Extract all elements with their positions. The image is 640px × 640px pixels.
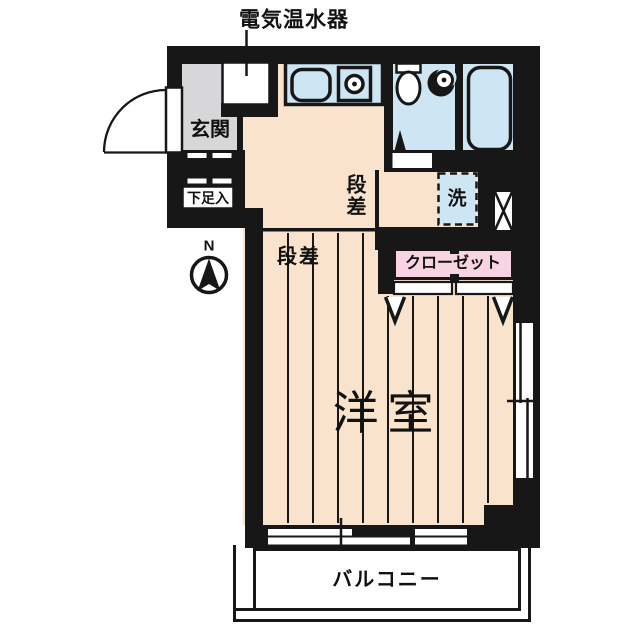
entrance-door-leaf bbox=[164, 86, 184, 154]
shoe-door-top-left bbox=[185, 151, 209, 160]
washer-box bbox=[437, 172, 478, 226]
bath-room-floor bbox=[463, 64, 513, 152]
shoe-cabinet-label: 下足入 bbox=[187, 189, 229, 206]
wall-entrance-bottom bbox=[167, 208, 263, 228]
closet bbox=[383, 245, 515, 327]
stove-icon bbox=[336, 65, 373, 103]
balcony bbox=[233, 543, 531, 622]
wall-bottom-right-block bbox=[484, 505, 540, 548]
windows bbox=[268, 323, 540, 556]
wall-heater-right bbox=[270, 46, 278, 117]
floor-lines-right bbox=[387, 296, 489, 523]
toilet-bowl-icon bbox=[395, 70, 422, 106]
toilet-door-swing bbox=[394, 130, 407, 153]
floor-lines-left bbox=[287, 233, 364, 523]
wall-top bbox=[167, 46, 540, 64]
step-line bbox=[263, 228, 375, 232]
entrance bbox=[102, 30, 271, 210]
entrance-label: 玄関 bbox=[190, 119, 230, 141]
main-room-label: 洋室 bbox=[332, 387, 443, 439]
bathtub-icon bbox=[466, 65, 513, 152]
kitchen bbox=[283, 60, 385, 107]
shoe-door-bottom-right bbox=[210, 176, 234, 186]
balcony-label: バルコニー bbox=[332, 569, 442, 591]
bathroom bbox=[392, 62, 513, 168]
kitchen-sink bbox=[290, 67, 332, 103]
closet-door-swing-right bbox=[491, 296, 515, 327]
floor-board-lines bbox=[287, 233, 489, 523]
balcony-window-pane-1 bbox=[268, 529, 352, 536]
water-heater-label: 電気温水器 bbox=[239, 8, 349, 32]
step-label-hall: 段差 bbox=[343, 174, 365, 218]
balcony-window-pane-2 bbox=[415, 529, 467, 536]
wall-kitchen-bath bbox=[384, 46, 393, 172]
right-window-sashes bbox=[519, 323, 529, 478]
wall-heater-bottom bbox=[221, 103, 278, 117]
burner-center-dot bbox=[352, 81, 357, 87]
closet-label: クローゼット bbox=[404, 255, 502, 272]
wall-washer-left bbox=[375, 170, 379, 230]
compass-north-label: N bbox=[203, 237, 215, 255]
washbasin-dot bbox=[441, 77, 447, 83]
closet-notch-top bbox=[450, 245, 459, 254]
step-label-room: 段差 bbox=[277, 246, 321, 268]
north-arrow-icon bbox=[197, 258, 221, 291]
shoe-cabinet-label-box bbox=[181, 185, 235, 210]
closet-box bbox=[393, 248, 514, 280]
kitchen-counter bbox=[283, 60, 385, 107]
balcony-window-pane-4 bbox=[415, 537, 467, 545]
wall-entrance-divider bbox=[237, 103, 243, 153]
wall-closet-top bbox=[375, 227, 521, 250]
shoe-door-top-right bbox=[210, 151, 234, 160]
closet-door-left bbox=[392, 280, 454, 296]
shoe-door-bottom-left bbox=[185, 176, 209, 186]
closet-door-swing-left bbox=[383, 296, 407, 327]
closet-notch-bottom bbox=[450, 274, 459, 283]
closet-door-right bbox=[454, 280, 515, 296]
pipe-space-x-icon bbox=[493, 191, 514, 231]
balcony-window-pane-3 bbox=[268, 537, 410, 545]
entrance-door-arc bbox=[102, 88, 167, 153]
compass bbox=[189, 255, 229, 295]
toilet-door-opening bbox=[392, 153, 432, 168]
wall-closet-left bbox=[378, 248, 394, 294]
utility bbox=[437, 172, 514, 231]
wall-toilet-bath-divider bbox=[455, 46, 463, 153]
balcony-box bbox=[253, 548, 521, 611]
washing-machine-label: 洗 bbox=[447, 188, 467, 210]
wall-left-lower bbox=[245, 228, 263, 548]
